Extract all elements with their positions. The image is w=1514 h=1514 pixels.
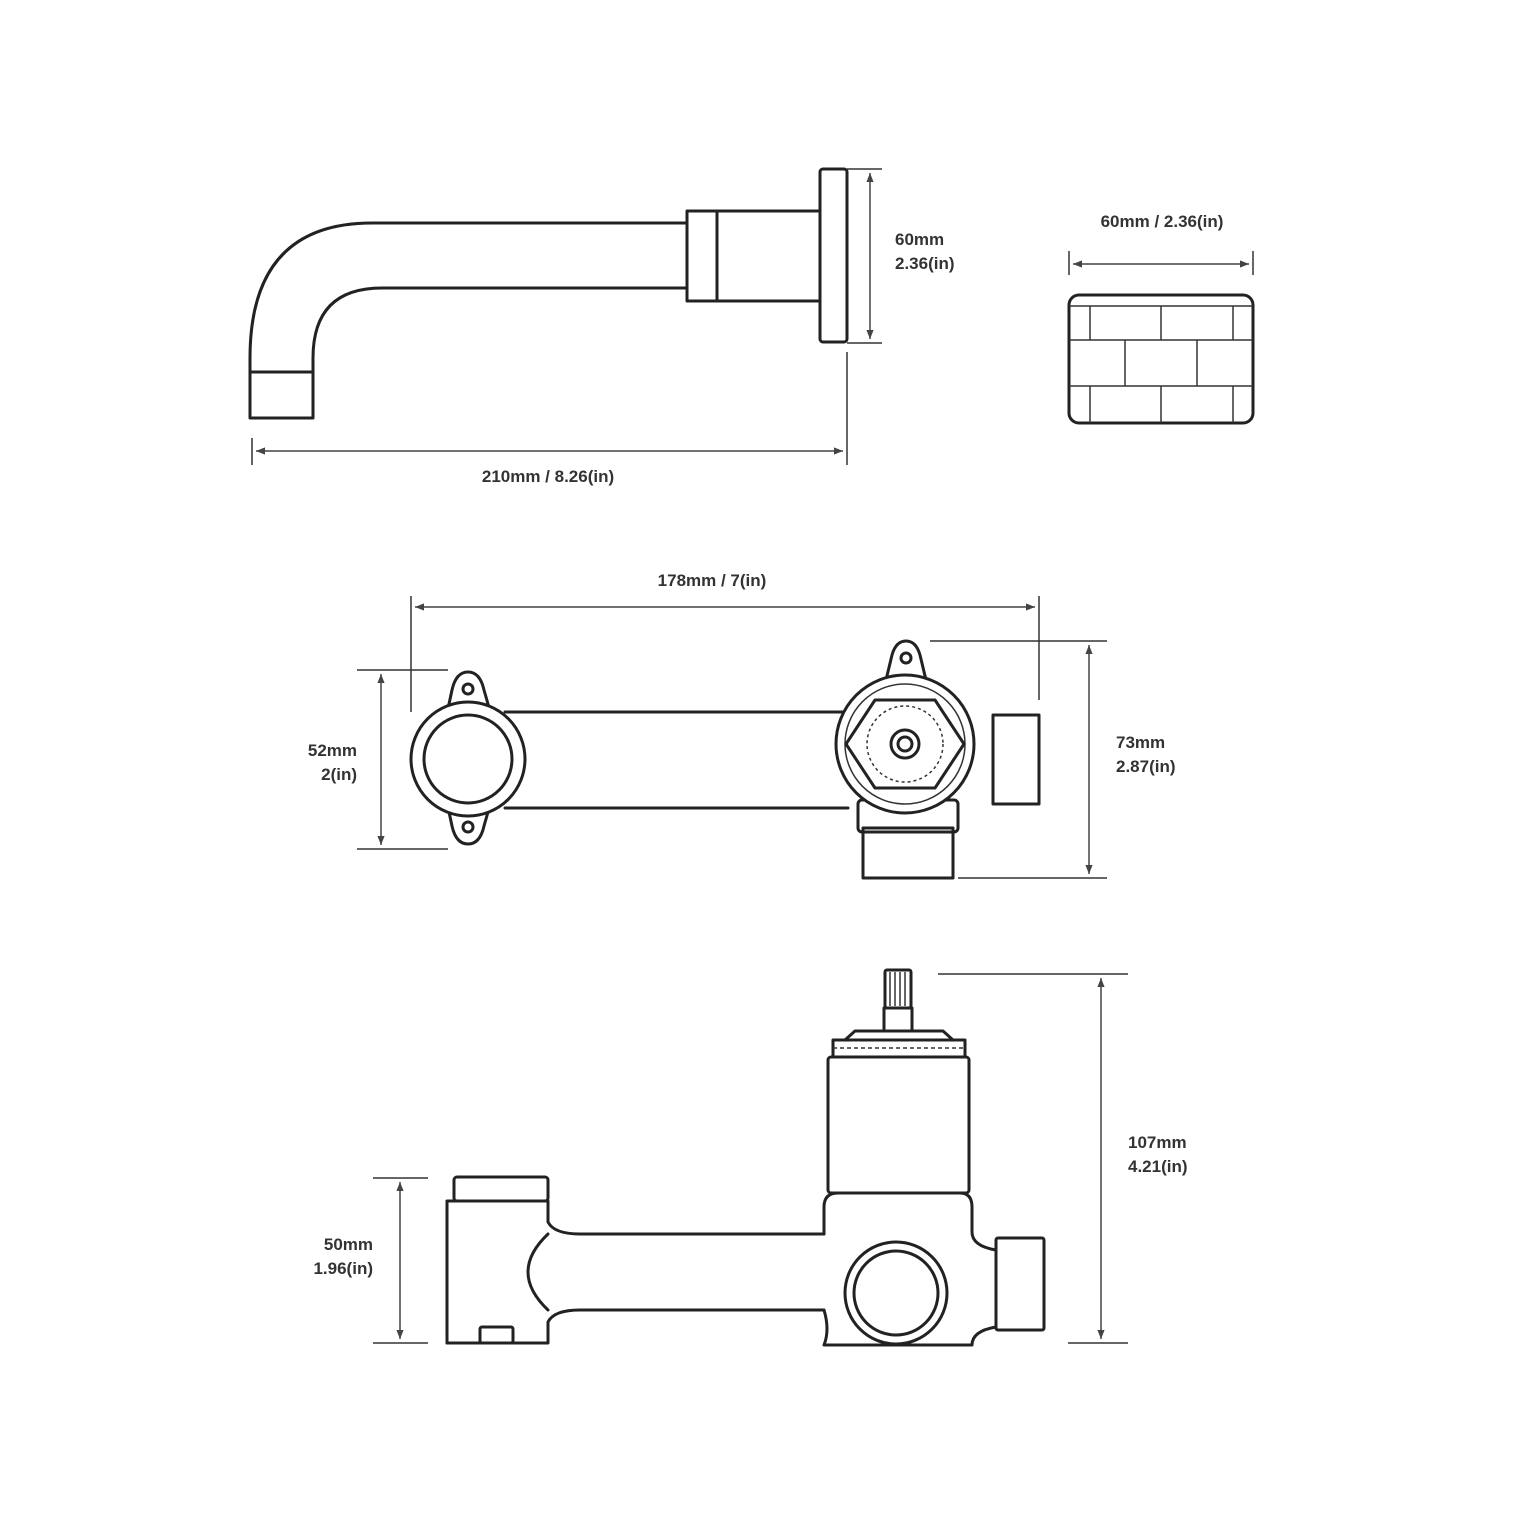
side-left-height-in: 1.96(in) [313, 1259, 373, 1278]
pipe-curve [526, 1232, 550, 1312]
left-mount-hole-top [461, 682, 475, 696]
spout-neck [715, 209, 822, 303]
valve-spindle-inner [896, 735, 914, 753]
spindle-splines [883, 968, 913, 1010]
plate-width-label: 60mm / 2.36(in) [1101, 212, 1224, 231]
spindle-stem [882, 1006, 914, 1033]
side-total-height-in: 4.21(in) [1128, 1157, 1188, 1176]
valve-outlet-bottom [861, 826, 955, 880]
valve-side-outlet [994, 1236, 1046, 1332]
left-fitting-body [445, 1199, 826, 1345]
cartridge-body [826, 1055, 971, 1195]
valve-spline [866, 705, 944, 783]
left-port-outer [409, 700, 527, 818]
side-left-height-mm: 50mm [324, 1235, 373, 1254]
valve-body-outer [834, 673, 976, 815]
valve-side-port-inner [852, 1249, 940, 1337]
left-fitting-cap [452, 1175, 550, 1203]
body-left-height-mm: 52mm [308, 741, 357, 760]
valve-mount-ear [884, 639, 928, 682]
spindle-spline-lines [889, 972, 906, 1006]
body-right-height-mm: 73mm [1116, 733, 1165, 752]
valve-hex-nut [844, 698, 966, 790]
spout-plate-view: 60mm / 2.36(in) [1067, 212, 1255, 425]
body-top-view: 178mm / 7(in) 52mm 2(in) 73mm 2.87(in) [308, 571, 1176, 880]
spout-wall-plate [818, 167, 849, 344]
spout-length-label: 210mm / 8.26(in) [482, 467, 614, 486]
spout-side-view: 60mm 2.36(in) 210mm / 8.26(in) [248, 167, 955, 486]
body-width-label: 178mm / 7(in) [658, 571, 767, 590]
side-total-height-mm: 107mm [1128, 1133, 1187, 1152]
valve-mount-hole [899, 651, 913, 665]
valve-side-port-outer [843, 1240, 949, 1346]
left-mount-ear-top [444, 670, 494, 720]
valve-outlet-right [991, 713, 1041, 806]
left-mount-ear-bottom [444, 796, 494, 846]
spout-pipe [248, 221, 689, 420]
left-fitting-slot [478, 1325, 515, 1345]
body-right-height-in: 2.87(in) [1116, 757, 1176, 776]
left-port-inner [422, 713, 514, 805]
left-fitting-base [445, 1308, 826, 1345]
body-left-height-in: 2(in) [321, 765, 357, 784]
brick-pattern [1069, 305, 1253, 423]
spout-collar [685, 209, 719, 303]
spout-height-in: 2.36(in) [895, 254, 955, 273]
spout-height-mm: 60mm [895, 230, 944, 249]
valve-spindle-outer [889, 728, 921, 760]
body-side-view: 50mm 1.96(in) 107mm 4.21(in) [313, 968, 1188, 1347]
left-mount-hole-bottom [461, 820, 475, 834]
